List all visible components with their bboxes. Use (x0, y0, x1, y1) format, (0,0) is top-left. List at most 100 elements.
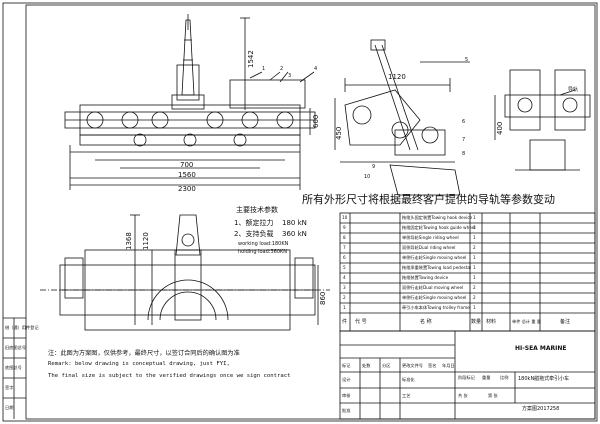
bom-name: 拖缆装置Towing device (402, 275, 449, 280)
bom-name: 双侧导轮Dual riding wheel (402, 245, 456, 250)
tb-label: 分区 (382, 363, 391, 368)
bom-qty: 2 (473, 245, 476, 250)
bom-qty: 1 (473, 275, 476, 280)
bom-no: 6 (343, 255, 346, 260)
specs-line1-value: 180 kN (282, 219, 307, 227)
bom-name: 拖缆固定轮Towing hook guide wheel (402, 225, 476, 230)
note-en-2: The final size is subject to the verifie… (48, 373, 291, 379)
callout-10: 10 (364, 174, 371, 180)
bom-header-qty: 数量 (471, 319, 482, 325)
tb-label: 共 张 (458, 393, 468, 398)
bom-qty: 1 (473, 265, 476, 270)
bom-no: 10 (342, 215, 348, 220)
bom-no: 4 (343, 275, 346, 280)
tb-label: 审核 (342, 393, 351, 398)
callout-9: 9 (372, 164, 376, 170)
dim-side-h: 450 (335, 126, 343, 140)
tb-label: 批准 (342, 408, 351, 413)
bom-header-name: 名 称 (420, 319, 432, 325)
note-en-1: Remark: below drawing is conceptual draw… (48, 361, 230, 367)
tb-label: 年月日 (442, 363, 455, 368)
callout-6: 6 (462, 119, 466, 125)
dim-plan-w: 860 (319, 291, 327, 305)
end-view (494, 69, 591, 171)
bom-name: 牵引小车本体Towing trolley frame (402, 305, 470, 310)
bom-header-remark: 备注 (560, 319, 571, 325)
dim-plan-h2: 1120 (142, 232, 150, 250)
bom-qty: 1 (473, 255, 476, 260)
tb-label: 重量 (482, 375, 491, 380)
tb-label: 更改文件号 (402, 363, 423, 368)
callout-8: 8 (462, 151, 466, 157)
callout-1: 1 (262, 66, 266, 72)
plan-view (40, 214, 330, 331)
bom-qty: 1 (473, 215, 476, 220)
bom-qty: 2 (473, 295, 476, 300)
tb-label: 第 张 (488, 393, 498, 398)
note-cn: 注：此图为方案图，仅供参考，最终尺寸，以签订合同后的确认图为准 (48, 350, 240, 357)
bom-no: 5 (343, 265, 346, 270)
bom-no: 9 (343, 225, 346, 230)
bom-qty: 1 (473, 305, 476, 310)
callout-4: 4 (314, 66, 318, 72)
inner-frame (25, 4, 596, 420)
holding-load: holding load:360KN (238, 249, 288, 255)
dim-front-w3: 2300 (178, 185, 196, 193)
banner-note: 所有外形尺寸将根据最终客户提供的导轨等参数变动 (302, 193, 555, 206)
title-block-grid (339, 330, 596, 420)
bom-header-code: 代 号 (355, 319, 367, 325)
bom-qty: 2 (473, 285, 476, 290)
tb-label: 处数 (362, 363, 371, 368)
dim-plan-h1: 1368 (125, 232, 133, 250)
bom-grid (339, 212, 596, 332)
callout-3: 3 (288, 73, 292, 79)
bom-name: 单侧行走轮Single moving wheel (402, 255, 467, 260)
bom-qty: 1 (473, 235, 476, 240)
bom-no: 8 (343, 235, 346, 240)
tb-label: 设计 (342, 377, 351, 382)
dim-front-side: 600 (312, 114, 320, 128)
margin-label: 底图总号 (5, 365, 22, 370)
bom-no: 1 (343, 305, 346, 310)
bom-no: 3 (343, 285, 346, 290)
tb-label: 工艺 (402, 393, 411, 398)
specs-line1-label: 1、额定拉力 (234, 219, 274, 227)
company-name: HI-SEA MARINE (515, 345, 567, 352)
label-guide-rail: 导轨 (568, 87, 579, 93)
margin-label: 日期 (5, 405, 14, 410)
bom-no: 7 (343, 245, 346, 250)
specs-line2-label: 2、支持负载 (234, 230, 274, 238)
side-view (334, 39, 470, 196)
product-name: 180kN艏拖式牵引小车 (518, 376, 570, 382)
working-load: working load:180KN (238, 241, 289, 247)
margin-label: 签字 (5, 385, 14, 390)
bom-header-no: 件 (342, 319, 348, 325)
bom-header-material: 材料 (486, 319, 497, 325)
tb-label: 签名 (428, 363, 437, 368)
tb-label: 标准化 (402, 377, 415, 382)
callout-7: 7 (462, 137, 466, 143)
dim-front-height: 1542 (247, 50, 255, 68)
bom-qty: 1 (473, 225, 476, 230)
tb-label: 标记 (342, 363, 351, 368)
margin-label: 借（通）用件登记 (5, 325, 39, 330)
dim-side-w: 1120 (388, 73, 406, 81)
dim-front-w2: 1560 (178, 171, 196, 179)
callout-2: 2 (280, 66, 284, 72)
dim-front-w1: 700 (180, 161, 194, 169)
bom-name: 单侧导轮Single riding wheel (402, 235, 459, 240)
bom-no: 2 (343, 295, 346, 300)
callout-5: 5 (465, 57, 469, 63)
bom-name: 拖缆承重装置Towing load pedestal (402, 265, 472, 270)
front-view (64, 14, 316, 190)
tb-label: 比例 (500, 375, 509, 380)
dim-end-h: 400 (496, 121, 504, 135)
bom-name: 拖缆头固定装置Towing hook device (402, 215, 473, 220)
drawing-number: 方案图2017258 (522, 406, 560, 412)
specs-line2-value: 360 kN (282, 230, 307, 238)
bom-name: 双侧行走轮Dual moving wheel (402, 285, 464, 290)
bom-name: 单侧行走轮Single moving wheel (402, 295, 467, 300)
